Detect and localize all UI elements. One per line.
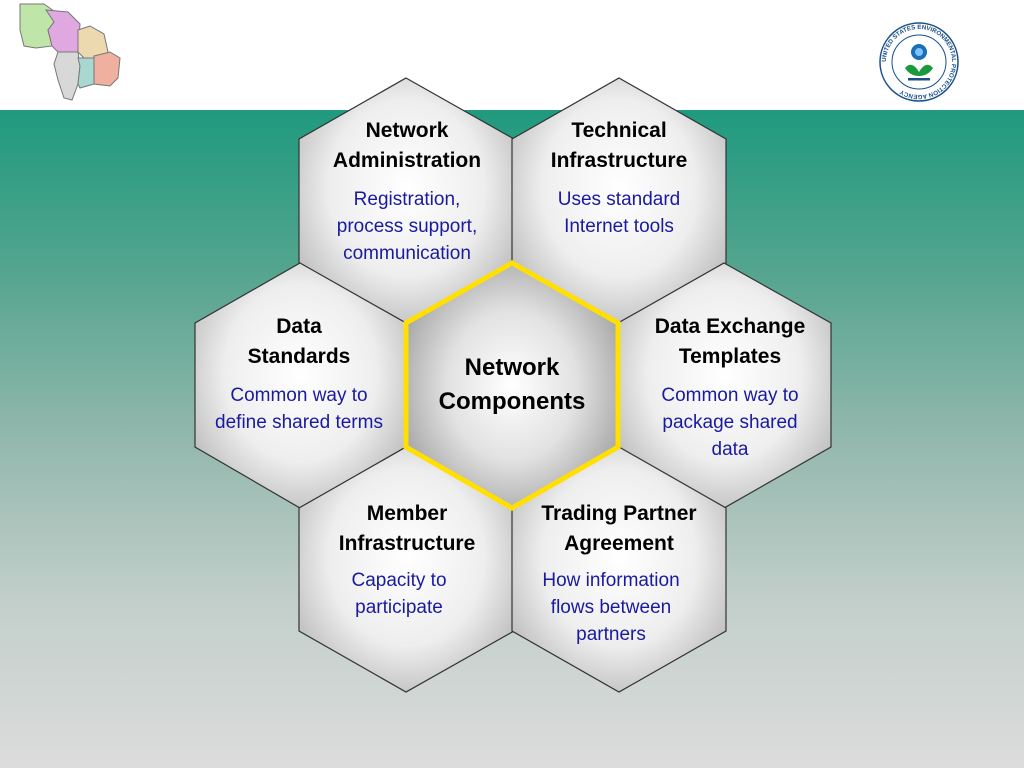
region-map-logo <box>19 3 121 101</box>
component-title: Data Standards <box>247 315 351 368</box>
component-description: Registration, process support, communica… <box>336 189 478 264</box>
component-title: Trading Partner Agreement <box>541 502 697 555</box>
component-description: Capacity to participate <box>351 570 447 618</box>
component-description: Uses standard Internet tools <box>557 189 681 237</box>
center-network-components: Network Components <box>408 351 616 419</box>
hex-center-network-components <box>403 260 621 511</box>
component-title: Member Infrastructure <box>338 502 476 555</box>
component-description: How information flows between partners <box>542 570 680 645</box>
component-technical-infrastructure: Technical Infrastructure Uses standard I… <box>512 116 726 240</box>
component-title: Technical Infrastructure <box>550 119 688 172</box>
agency-seal-logo: UNITED STATES ENVIRONMENTAL PROTECTION A… <box>879 22 959 102</box>
component-description: Common way to define shared terms <box>215 385 383 433</box>
component-description: Common way to package shared data <box>661 385 799 460</box>
center-title: Network Components <box>438 354 586 415</box>
header-band <box>0 0 1024 110</box>
component-network-administration: Network Administration Registration, pro… <box>300 116 514 267</box>
component-trading-partner-agreement: Trading Partner Agreement How informatio… <box>512 499 726 648</box>
component-data-exchange-templates: Data Exchange Templates Common way to pa… <box>622 312 838 463</box>
component-title: Data Exchange Templates <box>654 315 806 368</box>
component-title: Network Administration <box>332 119 482 172</box>
component-member-infrastructure: Member Infrastructure Capacity to partic… <box>300 499 514 621</box>
component-data-standards: Data Standards Common way to define shar… <box>192 312 406 436</box>
